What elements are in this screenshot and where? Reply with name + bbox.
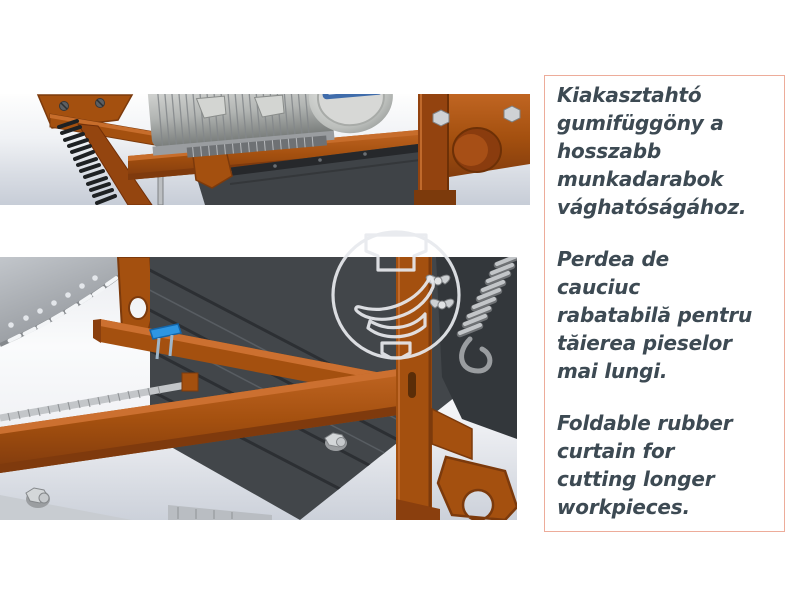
hex-bolt <box>25 487 50 508</box>
top-machine-image <box>0 94 530 205</box>
bottom-machine-image <box>0 257 517 520</box>
top-machine-drawing <box>36 94 530 205</box>
main-rail-beam <box>0 369 398 473</box>
description-paragraph-english: Foldable rubber curtain for cutting long… <box>557 411 733 519</box>
description-paragraph-romanian: Perdea de cauciuc rabatabilă pentru tăie… <box>557 247 753 383</box>
product-description-panel: Kiakasztahtó gumifüggöny a hosszabb munk… <box>544 75 785 532</box>
rubber-curtain-top <box>195 144 434 205</box>
blue-clip <box>149 323 182 360</box>
description-paragraph-hungarian: Kiakasztahtó gumifüggöny a hosszabb munk… <box>557 83 747 219</box>
hex-bolt <box>324 432 347 451</box>
electric-motor <box>147 94 393 158</box>
lifting-eye-bracket <box>436 455 517 520</box>
bottom-machine-drawing <box>0 257 517 520</box>
black-spring <box>57 119 117 205</box>
tension-spring <box>456 257 517 374</box>
